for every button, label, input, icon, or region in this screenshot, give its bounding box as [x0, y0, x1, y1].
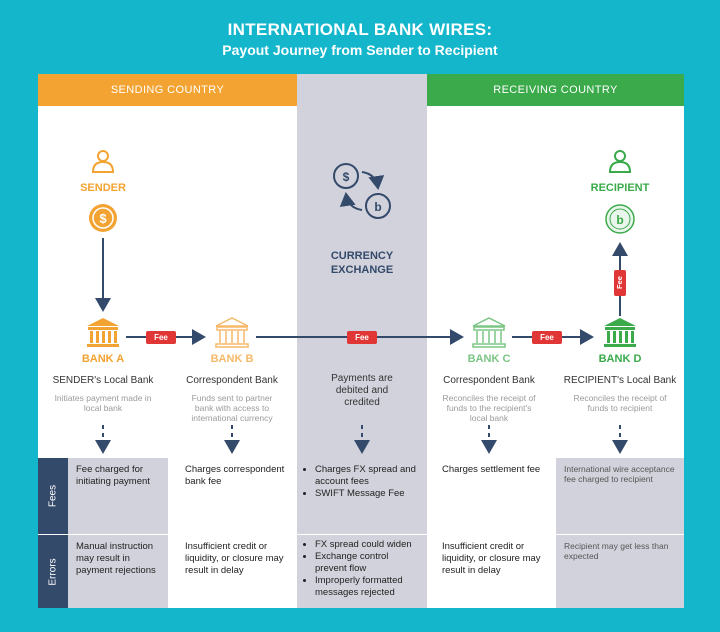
currency-exchange-line1: CURRENCY: [330, 250, 394, 262]
fees-exchange-item: SWIFT Message Fee: [315, 488, 419, 500]
svg-text:$: $: [343, 170, 350, 184]
errors-exchange-item: Improperly formatted messages rejected: [315, 575, 419, 599]
errors-cell-bank-a: Manual instruction may result in payment…: [68, 535, 168, 608]
bank-b-title: BANK B: [210, 353, 254, 365]
bank-a-name: SENDER's Local Bank: [52, 375, 154, 386]
fees-cell-bank-b: Charges correspondent bank fee: [185, 464, 285, 487]
errors-cell-bank-d: Recipient may get less than expected: [556, 535, 684, 608]
errors-cell-exchange: FX spread could widen Exchange control p…: [297, 535, 427, 608]
fee-tag-c-d: Fee: [532, 331, 562, 344]
receiving-country-header: RECEIVING COUNTRY: [427, 74, 684, 106]
fees-cell-bank-d: International wire acceptance fee charge…: [556, 458, 684, 534]
currency-exchange-line2: EXCHANGE: [330, 264, 394, 276]
errors-row-label: Errors: [38, 535, 68, 608]
bank-d-name: RECIPIENT's Local Bank: [563, 375, 677, 386]
bank-c-icon: [472, 317, 506, 348]
bank-d-title: BANK D: [598, 353, 642, 365]
sender-person-icon: [91, 150, 115, 173]
svg-text:b: b: [616, 213, 623, 227]
errors-exchange-item: Exchange control prevent flow: [315, 551, 419, 575]
bank-b-description: Funds sent to partner bank with access t…: [191, 393, 273, 423]
bank-c-name: Correspondent Bank: [443, 375, 535, 386]
bank-a-icon: [87, 318, 119, 347]
fee-tag-d-recipient: Fee: [614, 270, 626, 296]
bank-b-name: Correspondent Bank: [186, 375, 278, 386]
bank-d-icon: [604, 318, 636, 347]
exchange-description: Payments are debited and credited: [331, 373, 393, 408]
infographic-subtitle: Payout Journey from Sender to Recipient: [222, 42, 498, 58]
recipient-label: RECIPIENT: [590, 182, 650, 194]
fees-row-label: Fees: [38, 458, 68, 534]
errors-cell-bank-c: Insufficient credit or liquidity, or clo…: [442, 541, 541, 576]
bank-d-description: Reconciles the receipt of funds to recip…: [573, 393, 667, 413]
fee-tag-b-c: Fee: [347, 331, 377, 344]
row-divider: [38, 534, 684, 535]
svg-text:$: $: [99, 211, 107, 226]
fees-exchange-item: Charges FX spread and account fees: [315, 464, 419, 488]
fees-cell-bank-a: Fee charged for initiating payment: [68, 458, 168, 534]
fees-cell-bank-c: Charges settlement fee: [442, 464, 541, 475]
sender-label: SENDER: [80, 182, 126, 194]
currency-exchange-icon: [333, 163, 391, 219]
infographic-title: INTERNATIONAL BANK WIRES:: [227, 20, 493, 39]
svg-text:b: b: [374, 200, 381, 214]
bank-c-title: BANK C: [467, 353, 511, 365]
errors-cell-bank-b: Insufficient credit or liquidity, or clo…: [185, 541, 284, 576]
errors-exchange-item: FX spread could widen: [315, 539, 419, 551]
bank-c-description: Reconciles the receipt of funds to the r…: [442, 393, 536, 423]
dollar-coin-icon: $: [89, 204, 117, 232]
currency-coin-icon: b: [605, 204, 635, 234]
bank-b-icon: [215, 317, 249, 348]
bank-a-description: Initiates payment made in local bank: [54, 393, 152, 413]
sending-country-header: SENDING COUNTRY: [38, 74, 297, 106]
recipient-person-icon: [608, 150, 632, 173]
fees-cell-exchange: Charges FX spread and account fees SWIFT…: [297, 458, 427, 534]
fee-tag-a-b: Fee: [146, 331, 176, 344]
bank-a-title: BANK A: [81, 353, 125, 365]
